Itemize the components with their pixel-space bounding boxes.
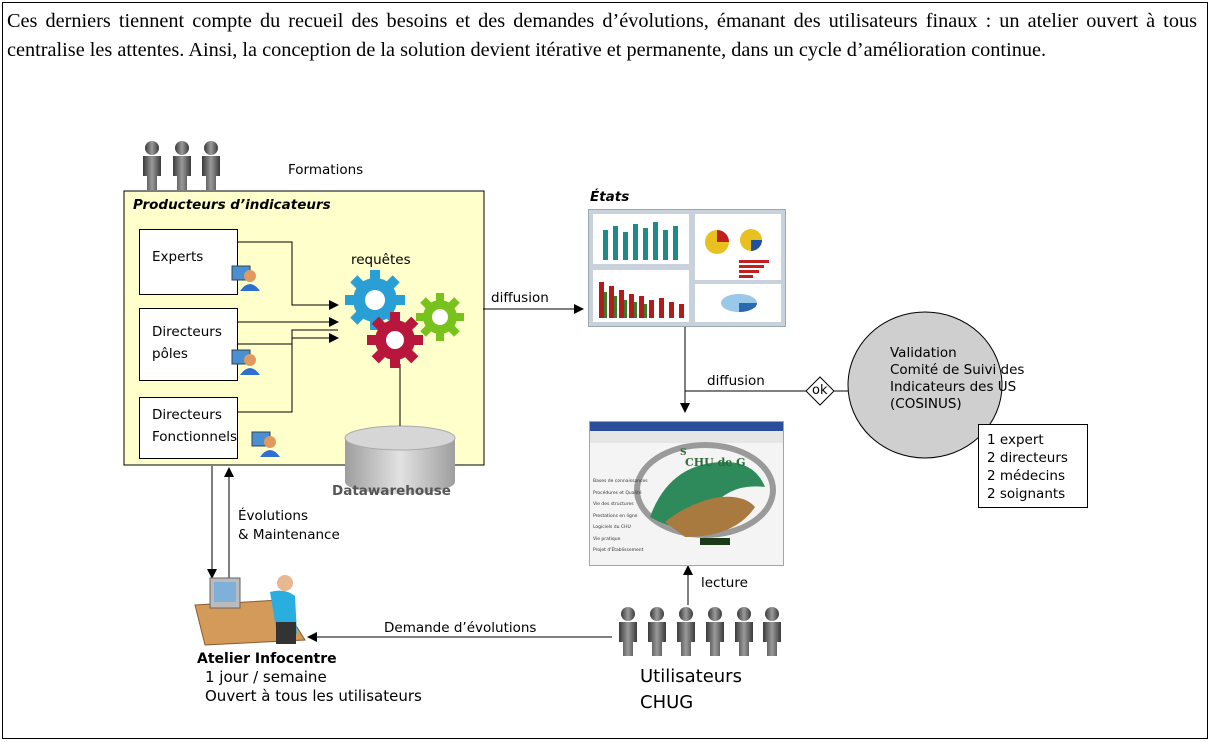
etats-title: États — [590, 189, 630, 205]
computer-user-icon — [250, 428, 280, 458]
experts-box: Experts — [139, 229, 238, 295]
trainers-people-icon — [143, 141, 220, 190]
portal-menu-item: Logiciels du CHU — [593, 525, 631, 530]
formations-label: Formations — [288, 162, 364, 178]
ok-label: ok — [812, 383, 828, 398]
portal-subtitle: CHU de G — [685, 456, 746, 469]
computer-user-icon — [230, 346, 260, 376]
committee-member: 2 soignants — [987, 486, 1066, 502]
gears-icon — [345, 270, 464, 368]
portal-title: S — [680, 448, 687, 458]
committee-member: 2 médecins — [987, 468, 1065, 484]
demande-label: Demande d’évolutions — [384, 620, 537, 636]
atelier-workstation-icon — [194, 575, 306, 646]
requetes-label: requêtes — [351, 252, 411, 268]
evolutions-label: Évolutions& Maintenance — [238, 508, 340, 543]
portal-menu-item: Vie pratique — [593, 536, 621, 542]
intro-paragraph: Ces derniers tiennent compte du recueil … — [7, 10, 1197, 61]
experts-label: Experts — [152, 249, 204, 265]
atelier-title: Atelier Infocentre — [197, 651, 337, 667]
users-people-icon — [619, 607, 781, 656]
computer-user-icon — [230, 262, 260, 292]
producers-title: Producteurs d’indicateurs — [133, 197, 331, 213]
portal-menu-item: Vie des structures — [593, 502, 634, 507]
diffusion-label: diffusion — [491, 290, 549, 306]
committee-box: 1 expert 2 directeurs 2 médecins 2 soign… — [978, 424, 1088, 508]
lecture-label: lecture — [701, 575, 748, 591]
intranet-portal-thumbnail: S CHU de G Bases de connaissances Procéd… — [589, 421, 784, 566]
validation-text: Validation Comité de Suivi des Indicateu… — [890, 345, 1025, 412]
committee-member: 1 expert — [987, 432, 1044, 448]
reports-thumbnail — [588, 209, 786, 327]
datawarehouse-label: Datawarehouse — [332, 483, 451, 499]
portal-menu: Bases de connaissances Procédures et Qua… — [593, 476, 648, 557]
portal-menu-item: Projet d'Établissement — [593, 548, 644, 553]
validation-ellipse — [847, 311, 1003, 459]
committee-member: 2 directeurs — [987, 450, 1068, 466]
portal-menu-item: Procédures et Qualité — [593, 490, 642, 496]
diffusion-label: diffusion — [707, 373, 765, 389]
portal-menu-item: Bases de connaissances — [593, 479, 648, 484]
portal-menu-item: Prestations en ligne — [593, 513, 638, 519]
datawarehouse-cylinder — [344, 425, 456, 494]
